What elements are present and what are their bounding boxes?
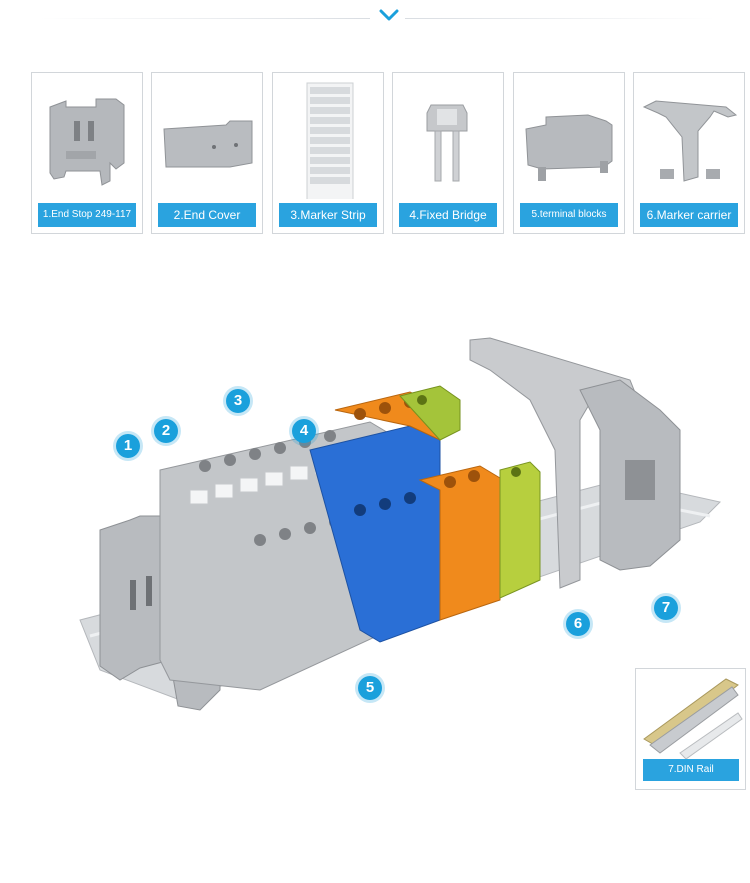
thumbnail-fixed-bridge[interactable]: 4.Fixed Bridge <box>392 72 504 234</box>
callout-badge: 5 <box>358 676 382 700</box>
terminal-block-image <box>525 114 613 181</box>
thumbnail-label: 4.Fixed Bridge <box>399 203 497 227</box>
thumbnail-end-cover[interactable]: 2.End Cover <box>151 72 263 234</box>
terminal-assembly-illustration <box>79 337 721 711</box>
thumbnail-label: 6.Marker carrier <box>640 203 738 227</box>
thumbnail-label: 3.Marker Strip <box>279 203 377 227</box>
fixed-bridge-image <box>426 104 468 182</box>
thumbnail-terminal-blocks[interactable]: 5.terminal blocks <box>513 72 625 234</box>
callout-badge: 3 <box>226 389 250 413</box>
thumbnail-label: 2.End Cover <box>158 203 256 227</box>
callout-badge: 1 <box>116 434 140 458</box>
callout-badge: 4 <box>292 419 316 443</box>
marker-strip-image <box>306 82 354 199</box>
divider-left <box>40 18 370 19</box>
thumbnail-label: 1.End Stop 249-117 <box>38 203 136 227</box>
callout-badge: 6 <box>566 612 590 636</box>
chevron-down-icon[interactable] <box>375 2 403 28</box>
marker-carrier-image <box>642 100 738 182</box>
thumbnail-marker-strip[interactable]: 3.Marker Strip <box>272 72 384 234</box>
callout-badge: 2 <box>154 419 178 443</box>
din-rail-image <box>643 678 743 759</box>
end-cover-image <box>163 120 253 168</box>
callout-badge: 7 <box>654 596 678 620</box>
thumbnail-end-stop[interactable]: 1.End Stop 249-117 <box>31 72 143 234</box>
thumbnail-marker-carrier[interactable]: 6.Marker carrier <box>633 72 745 234</box>
din-rail-label: 7.DIN Rail <box>643 759 739 781</box>
divider-right <box>405 18 715 19</box>
thumbnail-label: 5.terminal blocks <box>520 203 618 227</box>
din-rail-card[interactable]: 7.DIN Rail <box>635 668 746 790</box>
end-stop-image <box>49 98 125 186</box>
